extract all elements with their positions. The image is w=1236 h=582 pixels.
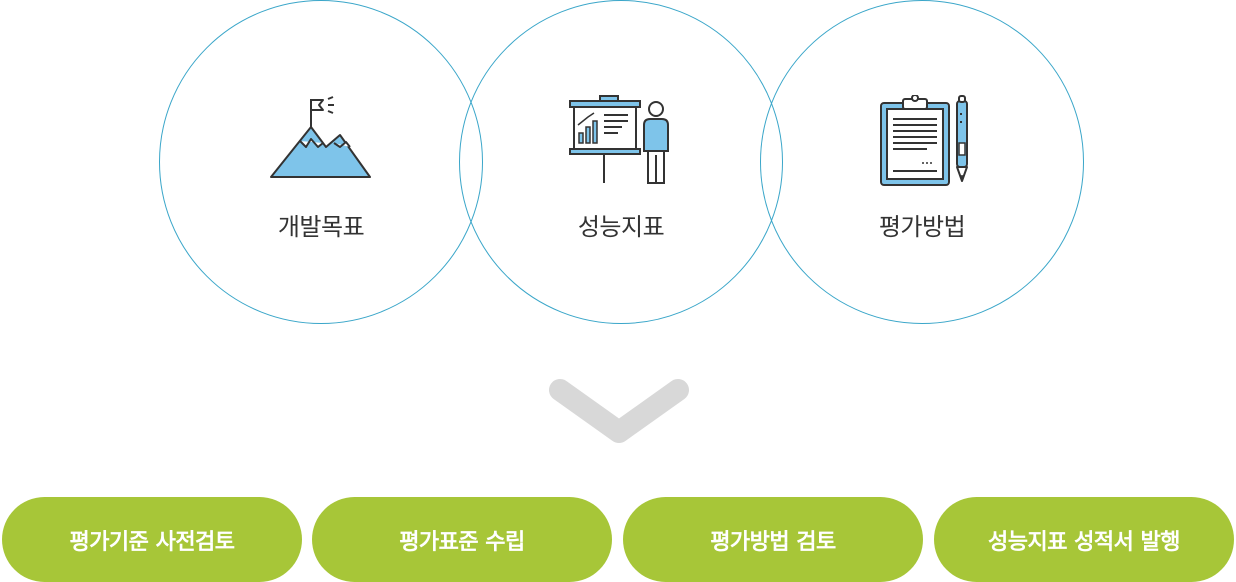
presentation-board-icon (569, 95, 669, 184)
circle-evaluation-method: 평가방법 (760, 0, 1084, 324)
clipboard-pen-icon (880, 95, 968, 186)
circle-label: 성능지표 (577, 213, 665, 241)
circle-label: 평가방법 (878, 213, 966, 241)
chevron-down-icon (549, 379, 689, 443)
step-pill-criteria-review: 평가기준 사전검토 (2, 497, 302, 582)
circle-label: 개발목표 (277, 213, 365, 241)
mountain-flag-icon (270, 96, 371, 178)
circle-development-goal: 개발목표 (159, 0, 483, 324)
step-pill-method-review: 평가방법 검토 (623, 497, 923, 582)
step-pill-standard-establishment: 평가표준 수립 (312, 497, 612, 582)
step-pill-report-issuance: 성능지표 성적서 발행 (934, 497, 1234, 582)
circle-performance-index: 성능지표 (459, 0, 783, 324)
